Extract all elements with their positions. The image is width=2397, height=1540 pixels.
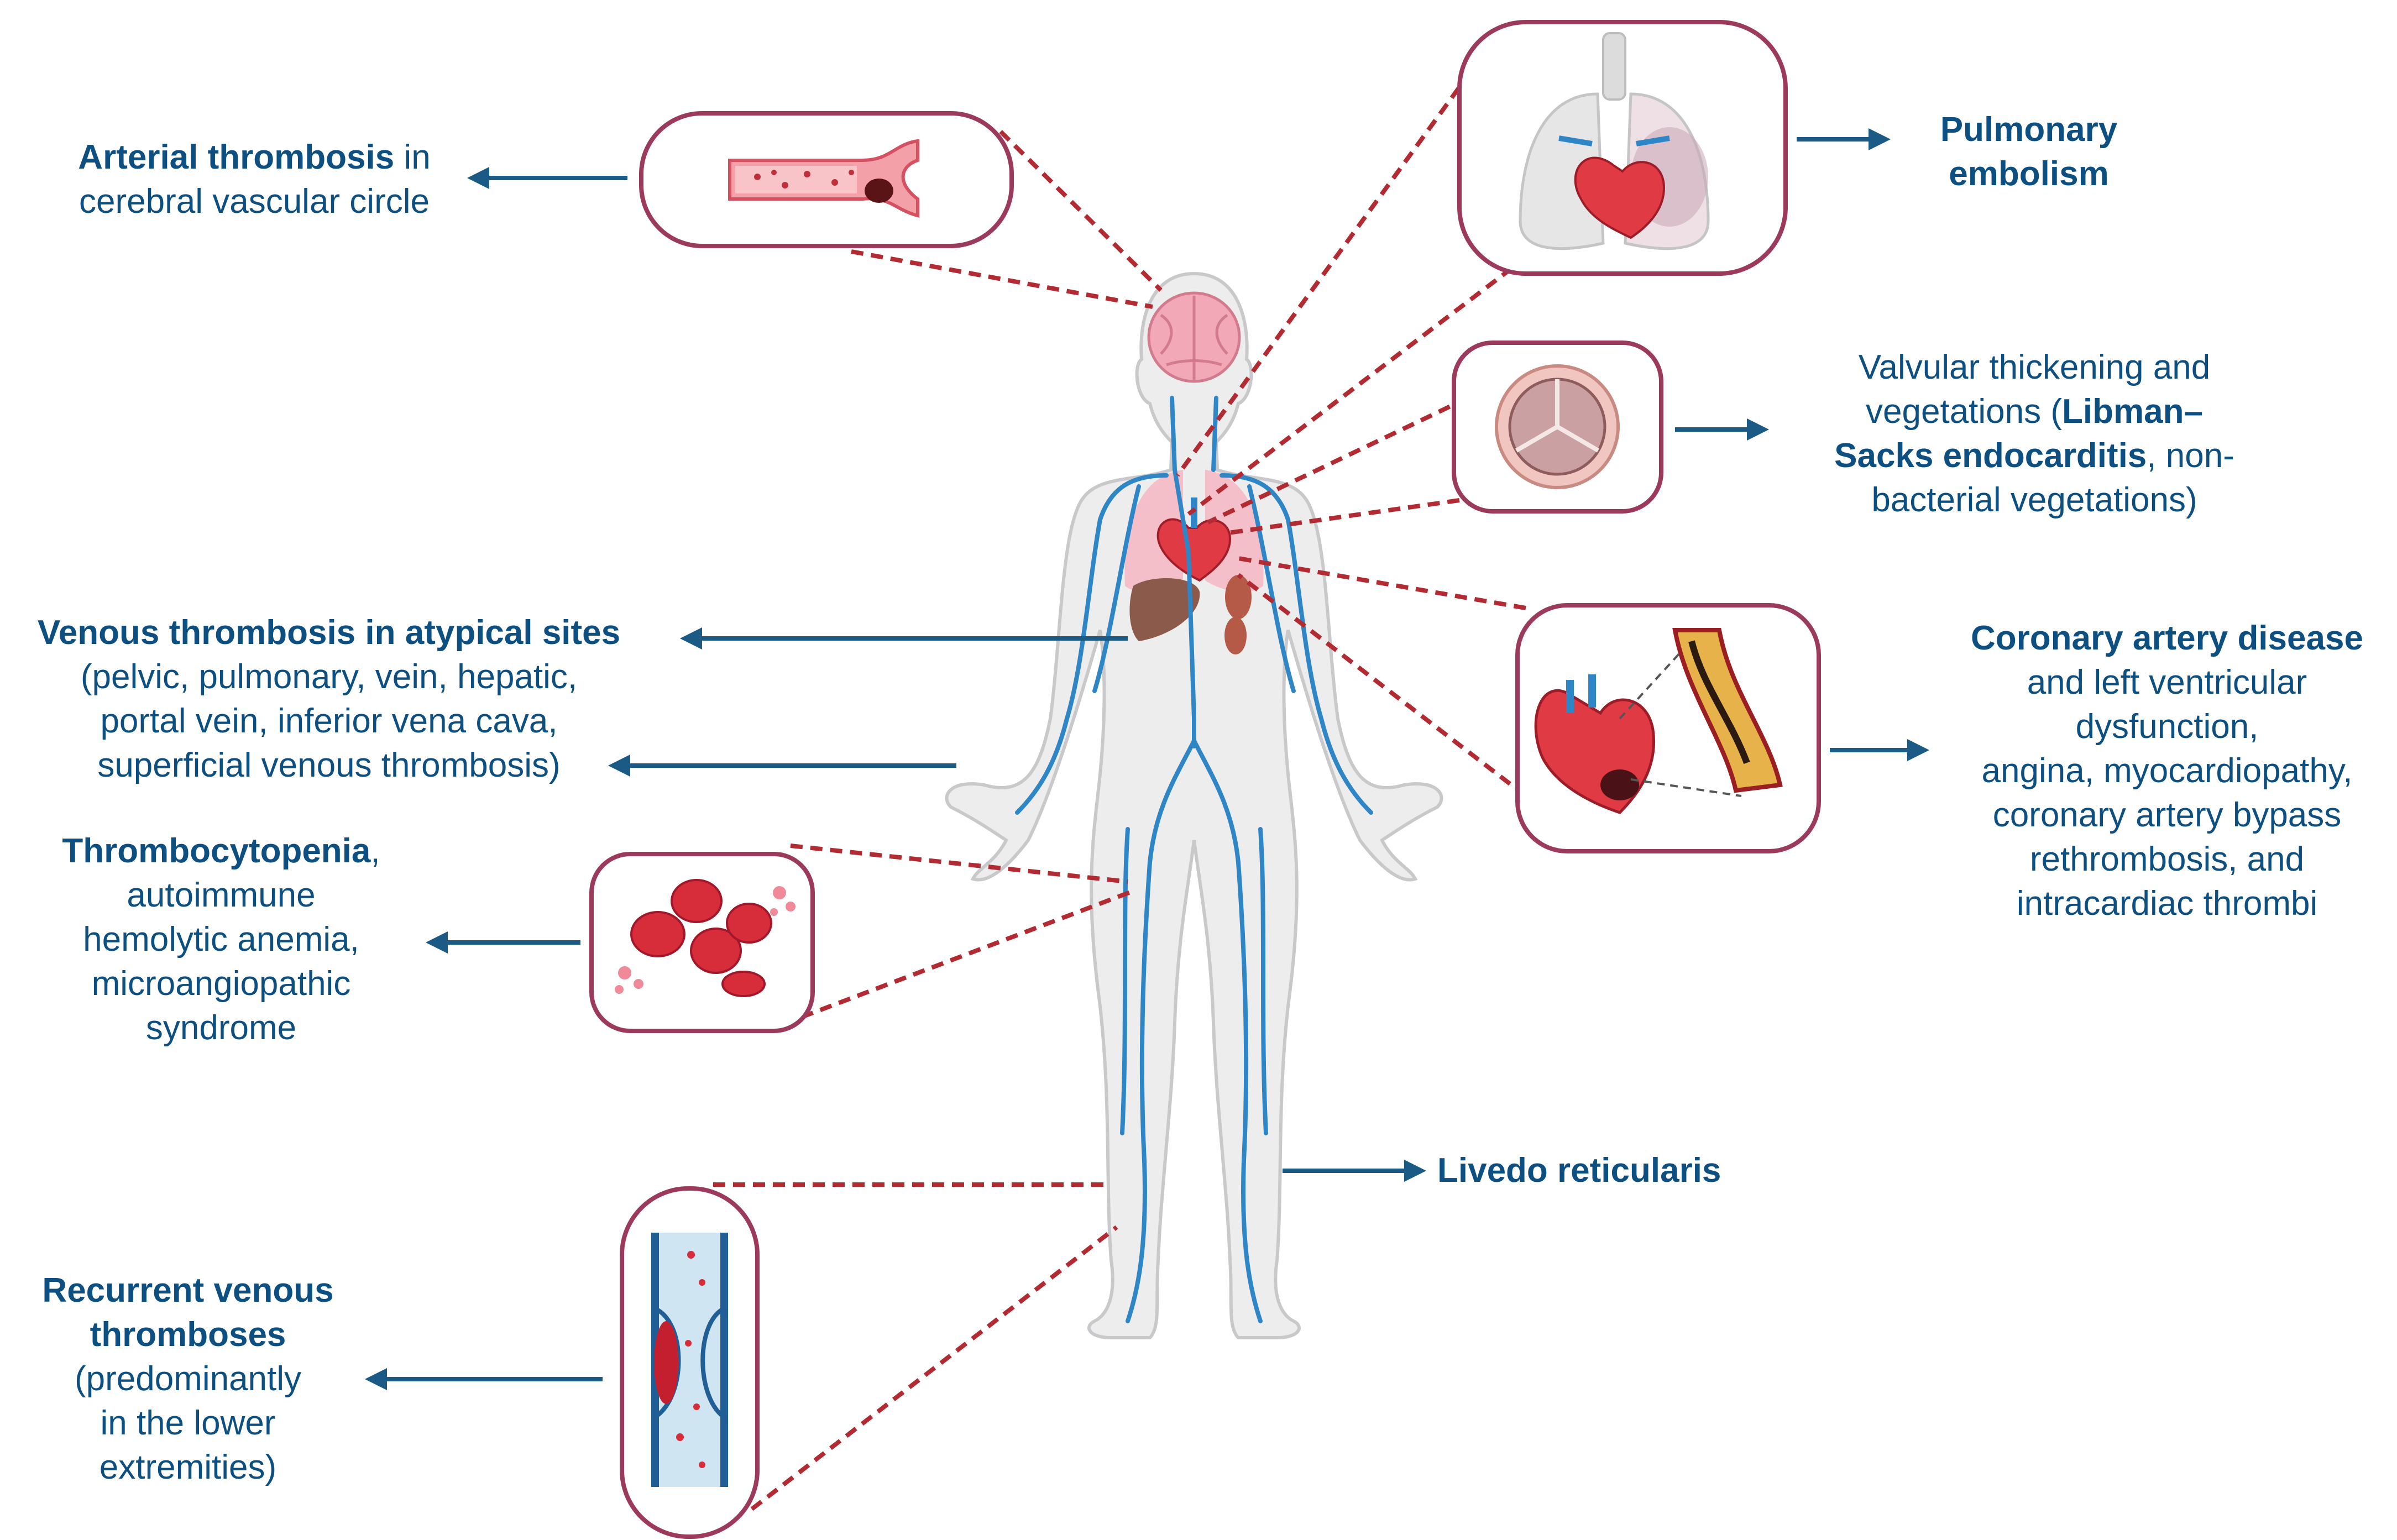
brain-icon bbox=[1147, 291, 1241, 383]
venous-line3: portal vein, inferior vena cava, bbox=[100, 702, 558, 740]
leader-coronary-bottom bbox=[1237, 573, 1527, 798]
leader-lines bbox=[713, 70, 1527, 1511]
leader-rbc-bottom bbox=[800, 888, 1137, 1019]
arrow-coronary bbox=[1830, 739, 1929, 761]
thrombo-line5: syndrome bbox=[145, 1009, 297, 1047]
arterial-bold: Arterial thrombosis bbox=[78, 138, 395, 176]
pulmonary-line2: embolism bbox=[1949, 155, 2109, 193]
valvular-line3-post: , non- bbox=[2147, 437, 2234, 475]
arrow-pulmonary bbox=[1797, 128, 1891, 150]
body-silhouette bbox=[945, 271, 1443, 1339]
heart-valve-icon bbox=[1452, 341, 1663, 514]
leader-valve-top bbox=[1207, 396, 1469, 525]
coronary-line4: angina, myocardiopathy, bbox=[1981, 752, 2353, 790]
artery-clot-icon bbox=[639, 111, 1014, 248]
arrow-livedo bbox=[1283, 1160, 1426, 1182]
heart-organ-icon bbox=[1156, 497, 1232, 582]
valvular-line4: bacterial vegetations) bbox=[1871, 481, 2197, 519]
arterial-line2: cerebral vascular circle bbox=[79, 182, 430, 221]
kidney-icon bbox=[1224, 575, 1252, 654]
arrows bbox=[365, 128, 1929, 1390]
venous-line4: superficial venous thrombosis) bbox=[97, 746, 561, 784]
label-valvular: Valvular thickening and vegetations (Lib… bbox=[1780, 345, 2289, 522]
arterial-rest: in bbox=[394, 138, 431, 176]
label-venous-atypical: Venous thrombosis in atypical sites (pel… bbox=[11, 611, 647, 788]
coronary-line2: and left ventricular bbox=[2027, 663, 2307, 701]
venous-line2: (pelvic, pulmonary, vein, hepatic, bbox=[80, 658, 578, 696]
recurrent-bold1: Recurrent venous bbox=[42, 1271, 334, 1309]
label-coronary: Coronary artery disease and left ventric… bbox=[1946, 616, 2388, 926]
arrow-thrombocytopenia bbox=[426, 931, 580, 954]
coronary-line6: rethrombosis, and bbox=[2029, 840, 2305, 878]
leader-lung-top bbox=[1175, 70, 1473, 477]
label-recurrent: Recurrent venous thromboses (predominant… bbox=[22, 1269, 354, 1490]
coronary-line3: dysfunction, bbox=[2075, 708, 2259, 746]
recurrent-line3: (predominantly bbox=[74, 1360, 302, 1398]
leader-rbc-top bbox=[790, 844, 1128, 884]
recurrent-line5: extremities) bbox=[99, 1448, 277, 1486]
leader-artery-bottom bbox=[851, 249, 1153, 309]
label-arterial-thrombosis: Arterial thrombosis in cerebral vascular… bbox=[22, 135, 486, 224]
arrow-valvular bbox=[1675, 418, 1769, 441]
coronary-bold: Coronary artery disease bbox=[1971, 619, 2363, 657]
valvular-line2-pre: vegetations ( bbox=[1866, 392, 2063, 431]
thrombo-line3: hemolytic anemia, bbox=[83, 920, 359, 958]
arrow-venous-1 bbox=[680, 627, 1128, 649]
label-pulmonary-embolism: Pulmonary embolism bbox=[1902, 108, 2156, 196]
venous-bold: Venous thrombosis in atypical sites bbox=[37, 614, 621, 652]
valvular-line1: Valvular thickening and bbox=[1858, 348, 2211, 386]
coronary-line5: coronary artery bypass bbox=[1992, 796, 2342, 834]
livedo-bold: Livedo reticularis bbox=[1437, 1151, 1721, 1190]
thrombo-bold: Thrombocytopenia bbox=[62, 832, 371, 870]
thrombo-rest: , bbox=[370, 832, 380, 870]
leader-lung-bottom bbox=[1187, 266, 1514, 516]
valvular-line2-bold: Libman– bbox=[2062, 392, 2203, 431]
leader-coronary-top bbox=[1238, 556, 1526, 610]
recurrent-line4: in the lower bbox=[100, 1404, 276, 1442]
valvular-line3-bold: Sacks endocarditis bbox=[1834, 437, 2147, 475]
pulmonary-line1: Pulmonary bbox=[1940, 111, 2118, 149]
arrow-arterial bbox=[467, 167, 627, 189]
recurrent-bold2: thromboses bbox=[90, 1316, 286, 1354]
leader-vein-bottom bbox=[750, 1225, 1118, 1511]
thrombo-line4: microangiopathic bbox=[91, 965, 351, 1003]
liver-icon bbox=[1129, 578, 1200, 641]
arrow-recurrent bbox=[365, 1368, 603, 1390]
label-thrombocytopenia: Thrombocytopenia, autoimmune hemolytic a… bbox=[44, 829, 398, 1050]
human-body-icon bbox=[945, 271, 1443, 1339]
coronary-line7: intracardiac thrombi bbox=[2016, 884, 2318, 923]
red-blood-cells-icon bbox=[589, 852, 815, 1033]
lungs-heart-icon bbox=[1457, 20, 1788, 276]
label-livedo: Livedo reticularis bbox=[1437, 1149, 1824, 1193]
vein-clot-icon bbox=[620, 1186, 760, 1539]
arrow-venous-2 bbox=[608, 755, 956, 777]
leader-artery-top bbox=[999, 130, 1163, 292]
veins-network bbox=[1015, 396, 1373, 1323]
thrombo-line2: autoimmune bbox=[127, 876, 316, 914]
heart-coronary-icon bbox=[1515, 603, 1821, 853]
